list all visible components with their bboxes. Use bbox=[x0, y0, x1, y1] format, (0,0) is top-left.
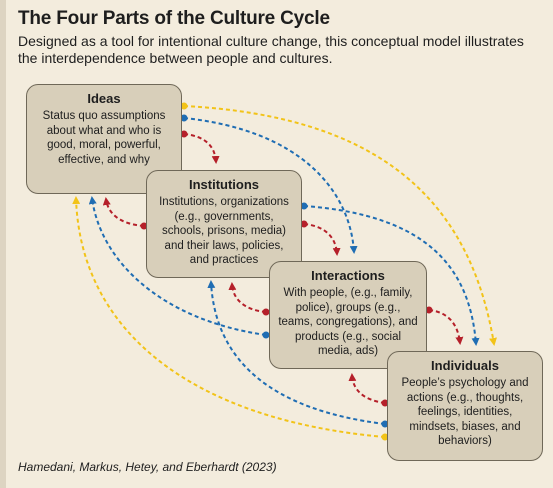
red-arrow-origin-dot bbox=[262, 308, 270, 316]
red-arrow-ideas-to-institutions bbox=[183, 133, 220, 164]
red-arrow-origin-dot bbox=[381, 399, 389, 407]
source-credit: Hamedani, Markus, Hetey, and Eberhardt (… bbox=[18, 460, 277, 474]
red-arrow-origin-dot bbox=[300, 220, 308, 228]
interactions-title: Interactions bbox=[311, 268, 385, 283]
yellow-arrow-ideas-to-individuals bbox=[183, 105, 497, 346]
individuals-title: Individuals bbox=[431, 358, 499, 373]
figure-subtitle: Designed as a tool for intentional cultu… bbox=[18, 33, 524, 66]
blue-arrow-origin-dot bbox=[180, 114, 188, 122]
red-arrow-interactions-to-individuals bbox=[428, 309, 464, 345]
red-arrow-institutions-to-ideas bbox=[102, 197, 145, 227]
red-arrow-institutions-to-interactions bbox=[303, 223, 341, 256]
red-arrow-origin-dot bbox=[180, 130, 188, 138]
blue-arrow-origin-dot bbox=[381, 420, 389, 428]
institutions-box: Institutions Institutions, organizations… bbox=[146, 170, 302, 278]
ideas-title: Ideas bbox=[87, 91, 121, 106]
individuals-box: Individuals People’s psychology and acti… bbox=[387, 351, 543, 461]
interactions-box: Interactions With people, (e.g., family,… bbox=[269, 261, 427, 369]
interactions-description: With people, (e.g., family, police), gro… bbox=[278, 287, 418, 357]
individuals-description: People’s psychology and actions (e.g., t… bbox=[401, 377, 529, 447]
blue-arrow-origin-dot bbox=[300, 202, 308, 210]
blue-arrow-ideas-to-interactions bbox=[183, 117, 358, 254]
blue-arrow-institutions-to-individuals bbox=[303, 205, 480, 346]
figure-title: The Four Parts of the Culture Cycle bbox=[18, 8, 330, 29]
red-arrow-origin-dot bbox=[425, 306, 433, 314]
institutions-description: Institutions, organizations (e.g., gover… bbox=[159, 196, 289, 266]
blue-arrow-individuals-to-institutions bbox=[207, 280, 386, 425]
red-arrow-origin-dot bbox=[140, 222, 148, 230]
blue-arrow-interactions-to-ideas bbox=[88, 196, 267, 336]
yellow-arrow-origin-dot bbox=[180, 102, 188, 110]
red-arrow-interactions-to-institutions bbox=[228, 282, 267, 313]
blue-arrow-origin-dot bbox=[262, 331, 270, 339]
red-arrow-individuals-to-interactions bbox=[348, 373, 386, 404]
yellow-arrow-individuals-to-ideas bbox=[72, 196, 386, 438]
ideas-description: Status quo assumptions about what and wh… bbox=[42, 110, 166, 166]
yellow-arrow-origin-dot bbox=[381, 433, 389, 441]
institutions-title: Institutions bbox=[188, 177, 260, 192]
